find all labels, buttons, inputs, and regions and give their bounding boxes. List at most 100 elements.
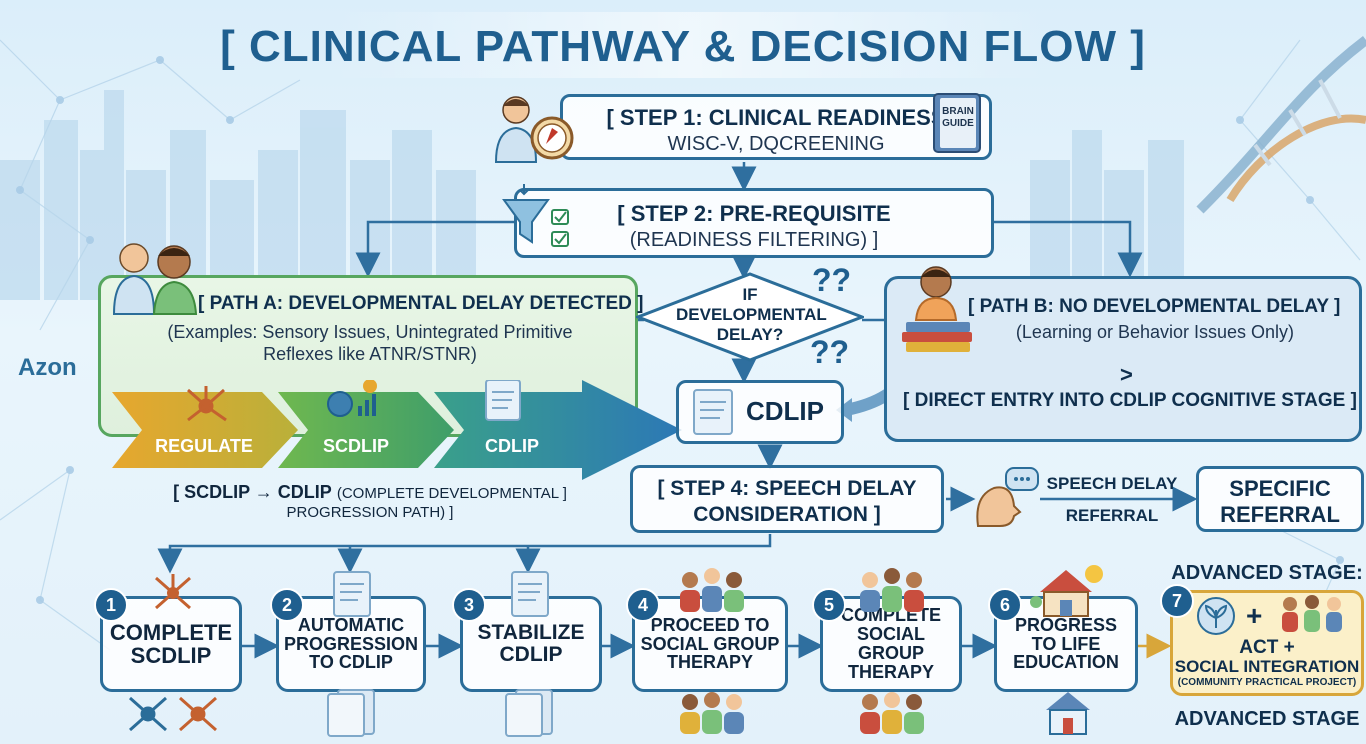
stage-4-line3: THERAPY xyxy=(666,652,753,673)
filter-funnel-icon xyxy=(502,184,569,247)
stage-4-line1: PROCEED TO xyxy=(650,614,770,635)
path-a-caption-line2: PROGRESSION PATH) ] xyxy=(286,504,454,521)
child-reading-books-icon xyxy=(902,266,972,352)
step4-line1: [ STEP 4: SPEECH DELAY xyxy=(657,477,917,500)
specific-line1: SPECIFIC xyxy=(1229,476,1331,501)
specific-referral-box: SPECIFIC REFERRAL xyxy=(1196,466,1364,532)
stage-6-house-icon xyxy=(1030,565,1103,617)
stage-5-line2: SOCIAL GROUP xyxy=(856,624,925,663)
arrow-scdlip xyxy=(278,392,454,468)
path-b-entry: [ DIRECT ENTRY INTO CDLIP COGNITIVE STAG… xyxy=(903,390,1357,411)
stage-7-badge: 7 xyxy=(1160,584,1194,618)
stage-1-neuron-icon xyxy=(155,574,191,610)
specific-line2: REFERRAL xyxy=(1220,502,1340,527)
stage-2-badge: 2 xyxy=(270,588,304,622)
stage-1-line1: COMPLETE xyxy=(109,619,233,645)
step1-subtitle: WISC-V, DQCREENING xyxy=(667,133,885,155)
path-a-desc-line1: (Examples: Sensory Issues, Unintegrated … xyxy=(167,322,573,342)
stage-5-group-bottom-icon xyxy=(860,692,924,734)
page-title: [ CLINICAL PATHWAY & DECISION FLOW ] xyxy=(220,22,1146,71)
cdlip-document-icon xyxy=(693,389,733,435)
step4-box: [ STEP 4: SPEECH DELAY CONSIDERATION ] xyxy=(630,465,944,533)
speech-delay-label: SPEECH DELAY xyxy=(1046,474,1178,493)
clinician-compass-icon xyxy=(494,96,574,163)
advanced-line3: (COMMUNITY PRACTICAL PROJECT) xyxy=(1177,677,1357,688)
stage-6-line3: EDUCATION xyxy=(1013,652,1119,673)
advanced-line2: SOCIAL INTEGRATION xyxy=(1174,657,1360,676)
plant-emblem-icon xyxy=(1197,597,1235,635)
decision-text: IF DEVELOPMENTAL DELAY? xyxy=(676,285,827,345)
stage-4-line2: SOCIAL GROUP xyxy=(640,633,780,654)
path-b-title: [ PATH B: NO DEVELOPMENTAL DELAY ] xyxy=(968,296,1341,317)
advanced-stage-bottom-label: ADVANCED STAGE xyxy=(1174,708,1360,730)
decision-line1: IF xyxy=(742,285,758,304)
stage-2-line2: PROGRESSION xyxy=(283,633,419,654)
arrow-cdlip-label: CDLIP xyxy=(485,436,539,456)
path-b-desc: (Learning or Behavior Issues Only) xyxy=(1015,322,1295,342)
brand-logo: Azon xyxy=(18,354,77,381)
step1-box: [ STEP 1: CLINICAL READINESS WISC-V, DQC… xyxy=(560,94,992,160)
stage-2-line3: TO CDLIP xyxy=(309,652,393,673)
stage-1-line2: SCDLIP xyxy=(130,643,212,668)
stage-3-badge: 3 xyxy=(452,588,486,622)
path-a-title: [ PATH A: DEVELOPMENTAL DELAY DETECTED ] xyxy=(198,293,644,314)
gear-chart-icon xyxy=(327,380,377,417)
advanced-line1: ACT + xyxy=(1239,637,1295,658)
neuron-icon xyxy=(187,386,227,422)
question-marks-top: ?? xyxy=(812,262,852,298)
stage-6-line2: TO LIFE xyxy=(1031,633,1101,654)
stage-6-line1: PROGRESS xyxy=(1014,614,1117,635)
arrow-scdlip-label: SCDLIP xyxy=(322,436,389,456)
stage-1-neurons-bottom-icon xyxy=(129,696,217,732)
speaking-head-icon xyxy=(976,467,1039,527)
question-marks-bottom: ?? xyxy=(810,334,850,370)
advanced-group-icon xyxy=(1282,595,1342,632)
arrow-regulate-label: REGULATE xyxy=(155,436,253,456)
progression-arrows xyxy=(112,380,682,480)
step2-subtitle: (READINESS FILTERING) ] xyxy=(629,229,879,251)
stage-4-badge: 4 xyxy=(626,588,660,622)
title-band xyxy=(330,12,1050,78)
stage-5-group-icon xyxy=(860,568,924,612)
dna-helix-icon xyxy=(1196,36,1366,214)
city-skyline-right xyxy=(1030,130,1184,280)
stage-6-house-bottom-icon xyxy=(1046,692,1090,735)
step4-line2: CONSIDERATION ] xyxy=(693,503,881,526)
stage-3-document-icon xyxy=(511,571,549,617)
path-a-desc-line2: Reflexes like ATNR/STNR) xyxy=(263,344,477,364)
step2-box: [ STEP 2: PRE-REQUISITE (READINESS FILTE… xyxy=(514,188,994,258)
path-a-caption-bold: [ SCDLIP → CDLIP xyxy=(173,482,332,502)
stage-5-line3: THERAPY xyxy=(847,661,934,682)
stage-5-badge: 5 xyxy=(812,588,846,622)
network-nodes xyxy=(16,56,1344,604)
step2-title: [ STEP 2: PRE-REQUISITE xyxy=(617,201,891,226)
stage-2-line1: AUTOMATIC xyxy=(297,614,405,635)
advanced-stage-top-label: ADVANCED STAGE: xyxy=(1171,562,1363,584)
stage-2-documents-bottom-icon xyxy=(327,689,375,737)
decision-line2: DEVELOPMENTAL xyxy=(676,305,827,324)
stage-6-badge: 6 xyxy=(988,588,1022,622)
step1-title: [ STEP 1: CLINICAL READINESS xyxy=(606,105,946,130)
children-icon xyxy=(112,243,198,315)
city-skyline-left xyxy=(0,90,476,300)
advanced-plus: + xyxy=(1246,600,1263,631)
document-icon xyxy=(485,380,521,421)
stage-4-group-icon xyxy=(680,568,744,612)
decision-diamond xyxy=(636,272,864,362)
path-a-caption-rest: (COMPLETE DEVELOPMENTAL ] xyxy=(336,485,567,502)
path-a-caption: [ SCDLIP → CDLIP (COMPLETE DEVELOPMENTAL… xyxy=(120,482,620,521)
decision-line3: DELAY? xyxy=(716,325,784,344)
path-b-panel xyxy=(884,276,1362,442)
stage-1-badge: 1 xyxy=(94,588,128,622)
speech-referral-label: REFERRAL xyxy=(1065,506,1159,525)
arrow-regulate xyxy=(112,392,298,468)
stage-2-document-icon xyxy=(333,571,371,617)
stage-3-line1: STABILIZE xyxy=(477,620,585,644)
book-label: BRAIN GUIDE xyxy=(942,106,974,129)
brain-guide-book-icon: BRAIN GUIDE xyxy=(932,92,984,156)
stage-3-documents-bottom-icon xyxy=(505,689,553,737)
cdlip-label: CDLIP xyxy=(746,396,824,426)
stage-3-line2: CDLIP xyxy=(499,643,563,666)
path-b-symbol: > xyxy=(1120,362,1133,387)
stage-4-group-bottom-icon xyxy=(680,692,744,734)
